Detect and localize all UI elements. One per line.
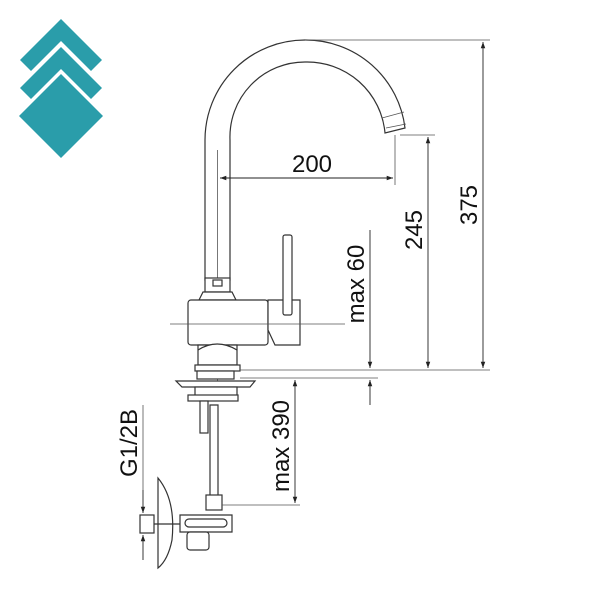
faucet-body	[170, 234, 345, 372]
dim-label-max-390: max 390	[268, 400, 295, 492]
dim-label-max-60: max 60	[343, 245, 370, 324]
dim-label-total-height: 375	[456, 185, 483, 225]
brand-logo-icon	[19, 19, 103, 158]
dimension-lines	[140, 39, 490, 560]
dim-label-spout-height: 245	[401, 210, 428, 250]
dim-label-thread: G1/2B	[116, 409, 143, 477]
mounting-assembly	[139, 370, 257, 570]
dim-label-reach: 200	[292, 151, 332, 178]
